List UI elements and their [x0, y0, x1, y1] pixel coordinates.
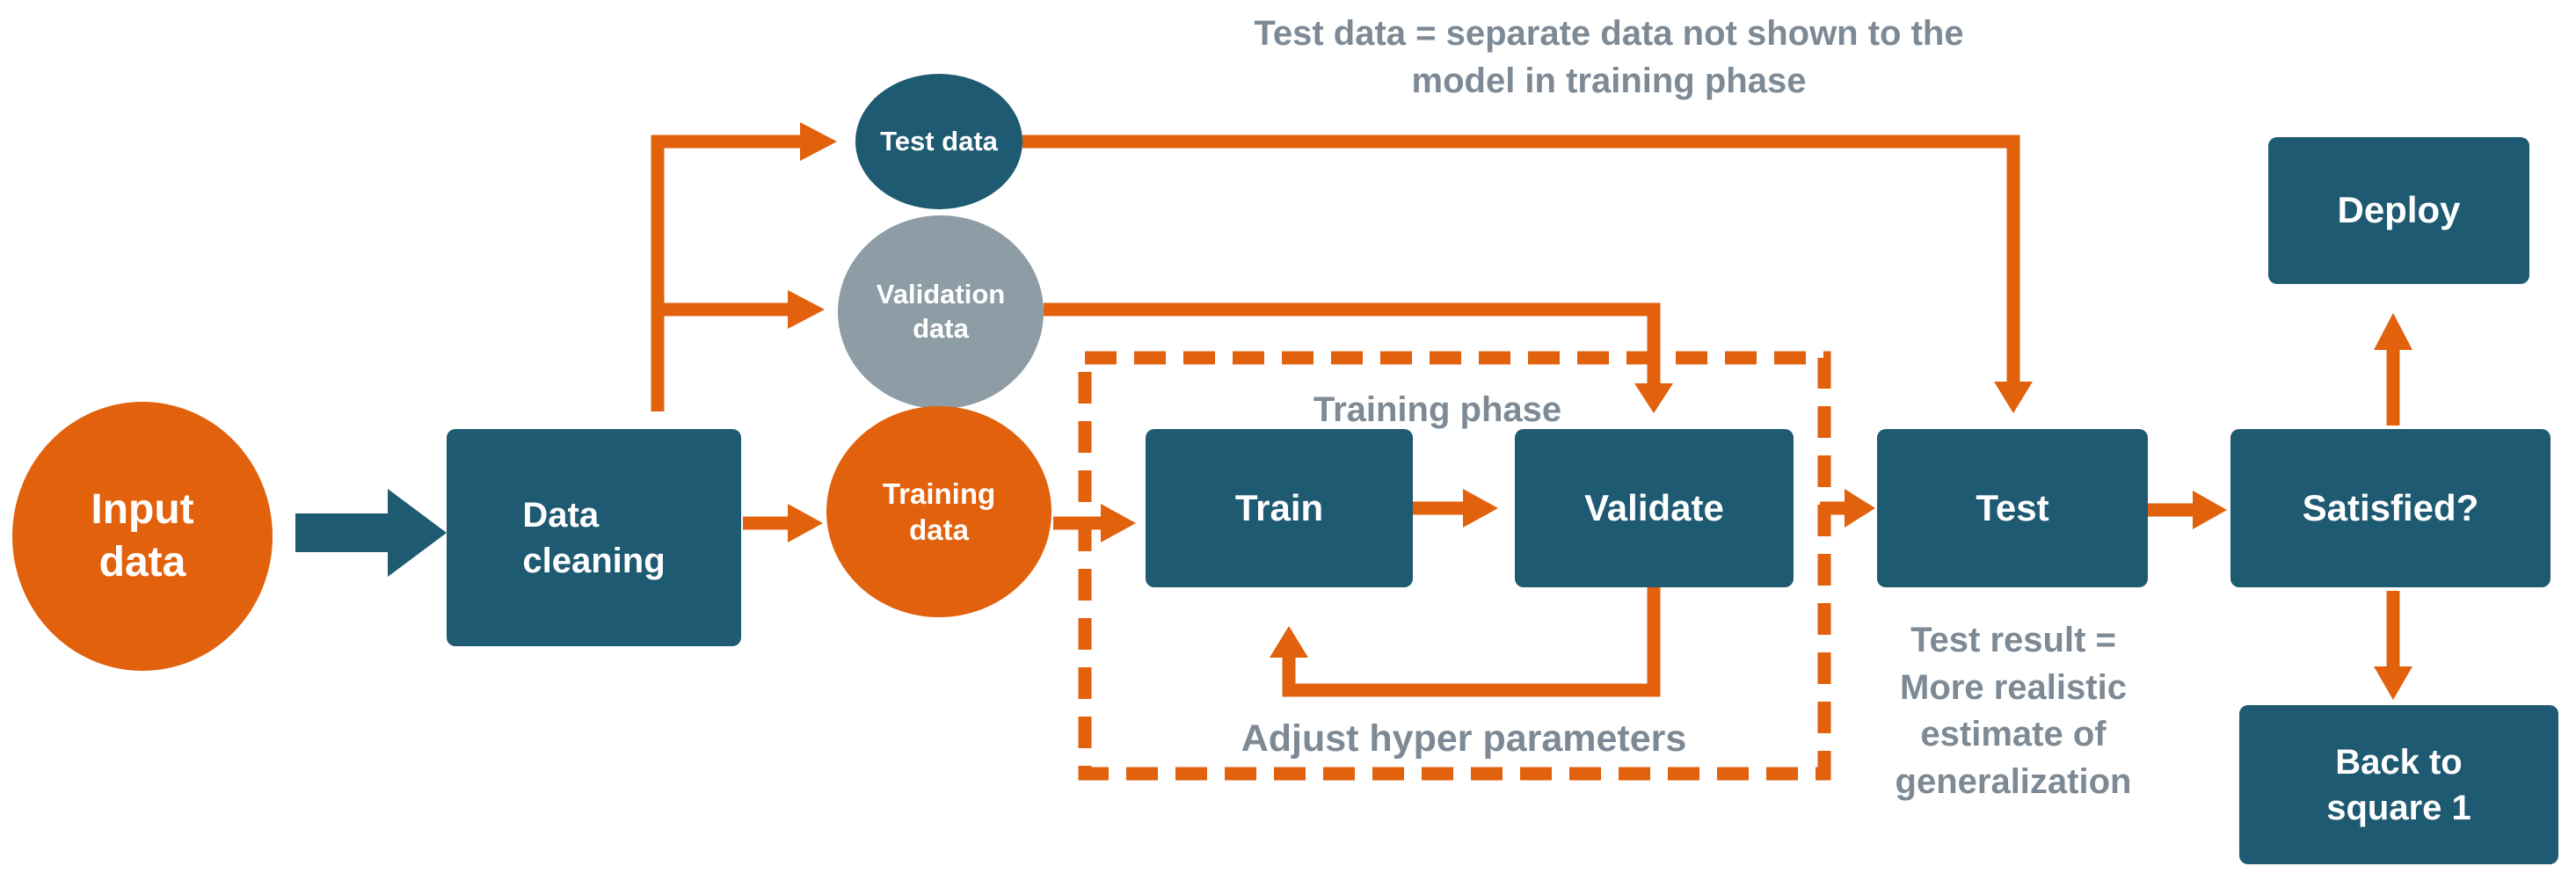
test-node: Test	[1877, 429, 2148, 587]
test-label: Test	[1976, 486, 2049, 528]
satisfied-node: Satisfied?	[2230, 429, 2551, 587]
adjust-hyper-parameters-text: Adjust hyper parameters	[1241, 717, 1687, 760]
cleaning-to-trainingdata-arrowhead	[788, 504, 823, 542]
input-data-node: Input data	[12, 402, 273, 671]
train-node: Train	[1146, 429, 1413, 587]
training-data-label: Training data	[882, 477, 996, 546]
validate-to-train-loop-line	[1282, 587, 1661, 697]
test-result-annotation-text: Test result = More realistic estimate of…	[1895, 621, 2132, 801]
train-to-validate-arrowhead	[1463, 489, 1498, 528]
branch-to-validationdata-arrowhead	[788, 290, 825, 329]
validationdata-to-validate-line	[1044, 302, 1661, 383]
test-data-annotation: Test data = separate data not shown to t…	[1143, 11, 2075, 105]
testdata-to-test-line	[1022, 135, 2020, 382]
input-data-label: Input data	[91, 486, 194, 586]
satisfied-to-back-arrowhead	[2374, 666, 2412, 700]
testdata-to-test-arrowhead	[1994, 382, 2033, 413]
test-to-satisfied-arrowhead	[2193, 491, 2227, 529]
adjust-hyper-parameters-label: Adjust hyper parameters	[1152, 714, 1776, 765]
back-to-square1-label: Back to square 1	[2326, 742, 2471, 827]
test-result-annotation: Test result = More realistic estimate of…	[1855, 617, 2172, 805]
validate-to-train-loop-arrowhead	[1270, 626, 1308, 658]
data-cleaning-node: Data cleaning	[447, 429, 741, 646]
deploy-label: Deploy	[2337, 189, 2461, 231]
satisfied-to-deploy-arrowhead	[2374, 313, 2412, 350]
validationdata-to-validate-arrowhead	[1634, 383, 1673, 413]
trainingdata-to-train-arrowhead	[1101, 504, 1136, 542]
deploy-node: Deploy	[2268, 137, 2529, 284]
trainingphase-to-test-arrowhead	[1845, 489, 1875, 528]
branch-to-testdata-arrowhead	[800, 122, 837, 161]
satisfied-label: Satisfied?	[2302, 486, 2479, 528]
validation-data-label: Validation data	[876, 279, 1006, 344]
data-cleaning-label: Data cleaning	[522, 495, 666, 580]
input-to-cleaning-arrow	[295, 489, 447, 577]
training-phase-label: Training phase	[1174, 387, 1701, 434]
validation-data-node: Validation data	[838, 215, 1044, 409]
training-phase-dashed-border	[1078, 351, 1831, 781]
validate-node: Validate	[1515, 429, 1794, 587]
test-data-annotation-text: Test data = separate data not shown to t…	[1254, 14, 1964, 100]
test-data-label: Test data	[880, 125, 998, 156]
train-label: Train	[1234, 486, 1324, 528]
test-data-node: Test data	[855, 74, 1022, 209]
back-to-square1-node: Back to square 1	[2239, 705, 2558, 864]
training-phase-label-text: Training phase	[1313, 390, 1562, 429]
validate-label: Validate	[1584, 486, 1724, 528]
training-data-node: Training data	[826, 406, 1052, 617]
